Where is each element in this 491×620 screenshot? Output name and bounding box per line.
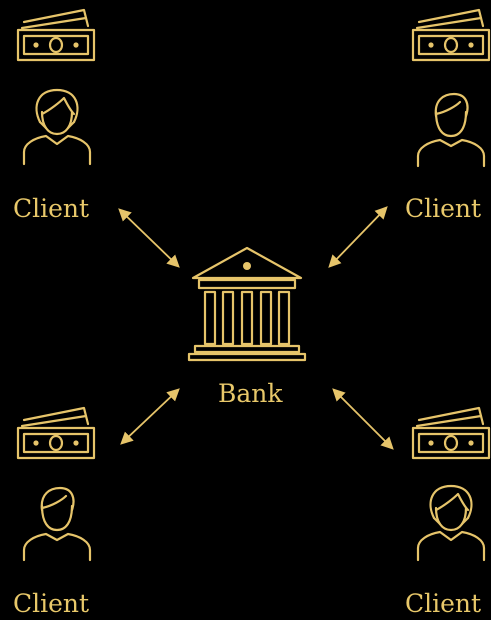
- client-label-top-left: Client: [13, 194, 90, 223]
- money-stack-icon: [411, 406, 491, 460]
- woman-avatar-icon: [416, 484, 486, 562]
- arrow-bottom-right: [332, 388, 394, 450]
- money-stack-icon: [411, 8, 491, 62]
- money-stack-icon: [16, 406, 96, 460]
- arrow-top-right: [328, 206, 388, 268]
- client-label-bottom-left: Client: [13, 589, 90, 618]
- man-avatar-icon: [22, 486, 92, 562]
- arrow-bottom-left: [120, 388, 180, 445]
- money-stack-icon: [16, 8, 96, 62]
- bank-icon: [187, 246, 307, 362]
- client-label-bottom-right: Client: [405, 589, 482, 618]
- bank-label: Bank: [218, 379, 283, 408]
- client-label-top-right: Client: [405, 194, 482, 223]
- woman-avatar-icon: [22, 88, 92, 166]
- man-avatar-icon: [416, 92, 486, 168]
- arrow-top-left: [118, 208, 180, 268]
